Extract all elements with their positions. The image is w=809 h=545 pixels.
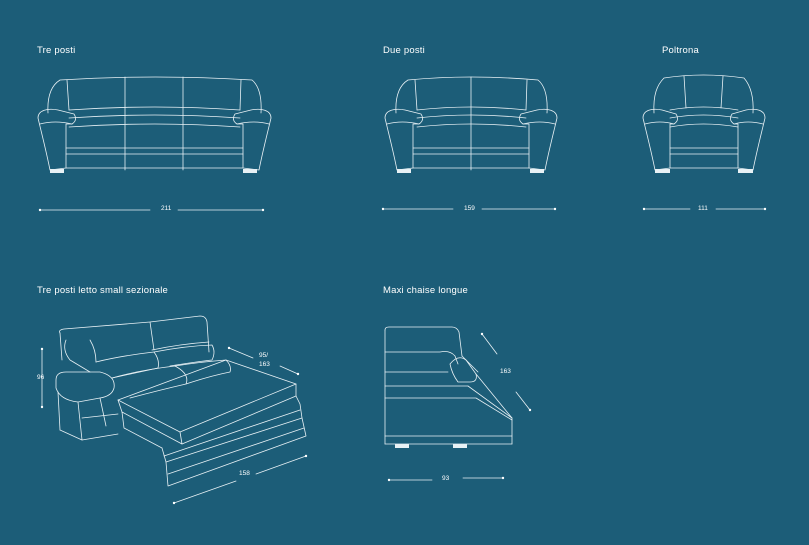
tre-posti-sofa-drawing bbox=[37, 76, 272, 212]
letto-length-label: 158 bbox=[239, 470, 250, 477]
due-posti-width-label: 159 bbox=[464, 205, 475, 212]
letto-title: Tre posti letto small sezionale bbox=[37, 285, 168, 296]
letto-depth-label-a: 95/ bbox=[259, 352, 269, 359]
due-posti-sofa-drawing bbox=[381, 76, 558, 211]
poltrona-width-label: 111 bbox=[698, 205, 708, 212]
tre-posti-width-label: 211 bbox=[161, 205, 172, 212]
poltrona-armchair-drawing bbox=[642, 74, 767, 211]
tre-posti-title: Tre posti bbox=[37, 45, 76, 56]
chaise-longue-drawing bbox=[384, 326, 532, 482]
poltrona-title: Poltrona bbox=[662, 45, 699, 56]
letto-sofa-bed-drawing bbox=[40, 315, 308, 505]
letto-depth-label-b: 163 bbox=[259, 361, 270, 368]
chaise-title: Maxi chaise longue bbox=[383, 285, 468, 296]
chaise-depth-label: 163 bbox=[500, 368, 511, 375]
letto-height-label: 96 bbox=[37, 374, 45, 381]
due-posti-title: Due posti bbox=[383, 45, 425, 56]
chaise-width-label: 93 bbox=[442, 475, 450, 482]
